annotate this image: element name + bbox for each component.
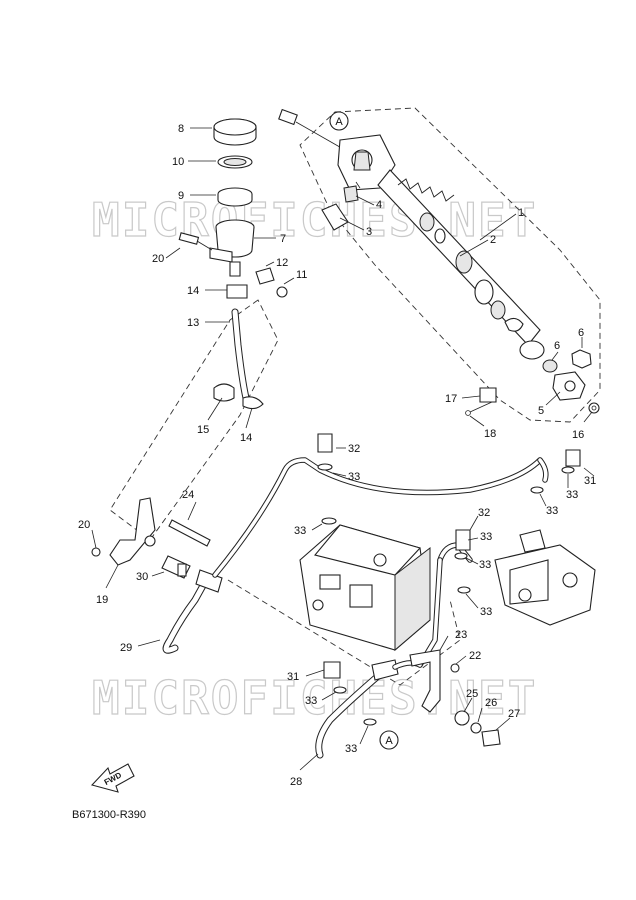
- callout-5: 5: [538, 405, 544, 417]
- callout-33-a: 33: [348, 471, 360, 483]
- spring: [397, 178, 455, 202]
- reservoir-hose-group-outline: [109, 299, 279, 541]
- callout-33-h: 33: [305, 695, 317, 707]
- callout-33-f: 33: [479, 559, 491, 571]
- callouts: 8 10 9 7 20 12 11 14 13 15 14 4 3 1 2 6: [78, 123, 596, 788]
- callout-14-bottom: 14: [240, 432, 252, 444]
- callout-13: 13: [187, 317, 199, 329]
- callout-2: 2: [490, 234, 496, 246]
- callout-33-i: 33: [345, 743, 357, 755]
- callout-32-right: 32: [478, 507, 490, 519]
- callout-33-e: 33: [480, 531, 492, 543]
- callout-8: 8: [178, 123, 184, 135]
- master-cylinder-assembly: [278, 108, 600, 416]
- forward-direction-arrow: FWD: [90, 763, 135, 793]
- callout-11: 11: [296, 269, 307, 281]
- bracket-23: [409, 649, 501, 747]
- callout-28: 28: [290, 776, 302, 788]
- callout-16: 17: [445, 393, 457, 405]
- reservoir-assembly: [178, 118, 288, 298]
- callout-33-b: 33: [294, 525, 306, 537]
- callout-33-d: 33: [546, 505, 558, 517]
- svg-text:A: A: [385, 735, 393, 747]
- callout-7: 7: [280, 233, 286, 245]
- callout-4: 4: [376, 199, 382, 211]
- reference-marker-a-top: A: [329, 111, 349, 131]
- callout-14-top: 14: [187, 285, 199, 297]
- callout-12: 12: [276, 257, 288, 269]
- callout-33-c: 33: [566, 489, 578, 501]
- brake-hose-29: [162, 569, 223, 654]
- callout-21: 20: [152, 253, 164, 265]
- callout-1: 1: [518, 207, 524, 219]
- callout-3: 3: [366, 226, 372, 238]
- callout-6-right: 6: [578, 327, 584, 339]
- abs-unit: [299, 524, 431, 652]
- callout-19: 19: [96, 594, 108, 606]
- watermark-top: MICROFICHES.NET: [92, 193, 537, 247]
- callout-23: 23: [455, 629, 467, 641]
- bracket-assembly: [91, 497, 211, 579]
- diagram-code: B671300-R390: [72, 809, 146, 821]
- callout-31-left: 31: [287, 671, 299, 683]
- callout-33-g: 33: [480, 606, 492, 618]
- union-bolts-and-washers: [317, 433, 581, 726]
- callout-22: 22: [469, 650, 481, 662]
- callout-25: 25: [466, 688, 478, 700]
- svg-text:A: A: [335, 116, 343, 128]
- callout-32-top: 32: [348, 443, 360, 455]
- callout-18: 18: [484, 428, 496, 440]
- callout-10: 10: [172, 156, 184, 168]
- callout-17: 16: [572, 429, 584, 441]
- callout-24: 24: [182, 489, 194, 501]
- reference-marker-a-bottom: A: [379, 730, 399, 750]
- callout-27: 27: [508, 708, 520, 720]
- callout-26: 26: [485, 697, 497, 709]
- callout-15: 15: [197, 424, 209, 436]
- callout-9: 9: [178, 190, 184, 202]
- callout-31-right: 31: [584, 475, 596, 487]
- reservoir-hose: [213, 284, 264, 410]
- master-cylinder-group-outline: [299, 107, 601, 423]
- callout-30: 30: [136, 571, 148, 583]
- abs-lines-group-outline: [227, 579, 461, 686]
- brake-pipe-main: [212, 457, 549, 578]
- callout-20: 20: [78, 519, 90, 531]
- brake-caliper: [494, 529, 596, 626]
- callout-29: 29: [120, 642, 132, 654]
- callout-6-left: 6: [554, 340, 560, 352]
